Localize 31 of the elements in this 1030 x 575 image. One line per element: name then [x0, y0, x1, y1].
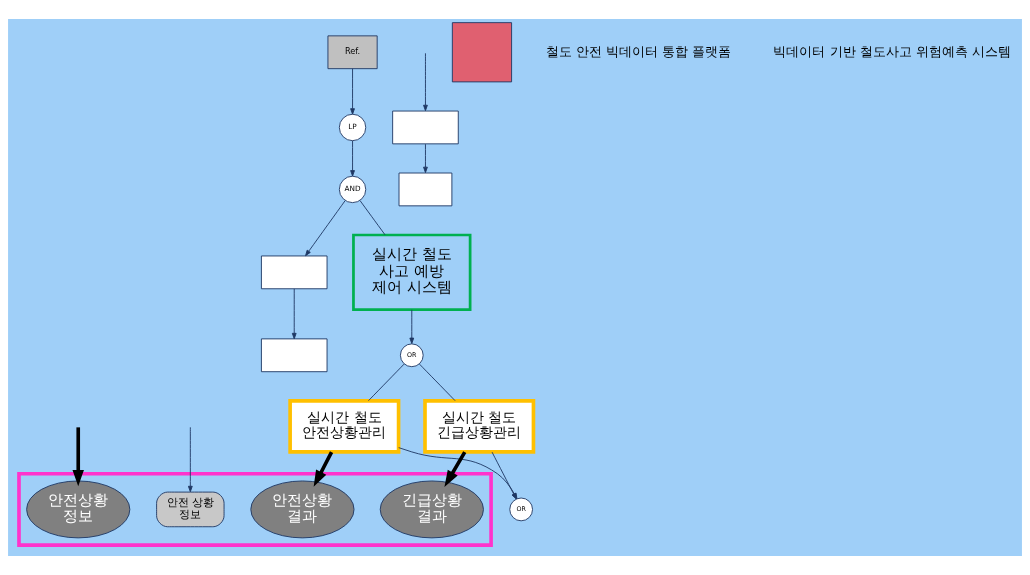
connector: [359, 200, 386, 236]
node-ellipse: 안전상황 정보: [26, 480, 131, 539]
arrow: [409, 309, 415, 344]
node-box: [260, 338, 328, 373]
node-box: [392, 110, 459, 145]
connector: [368, 363, 405, 402]
node-circle: AND: [338, 175, 367, 204]
node-circle: LP: [338, 113, 367, 142]
node-ellipse: 긴급상황 결과: [379, 480, 484, 539]
arrow: [313, 451, 334, 487]
label: 빅데이터 기반 철도사고 위험예측 시스템: [773, 43, 1011, 59]
arrow: [187, 426, 193, 493]
arrow: [291, 288, 297, 340]
node-ellipse: 안전상황 결과: [250, 480, 355, 539]
node-box: 실시간 철도 긴급상황관리: [423, 399, 536, 454]
connector: [419, 363, 456, 402]
arrow: [350, 140, 355, 177]
node-box: [451, 22, 513, 83]
node-box: Ref.: [327, 35, 378, 70]
node-box: 실시간 철도 사고 예방 제어 시스템: [352, 233, 472, 312]
arrow: [444, 451, 467, 487]
arrow: [423, 52, 428, 112]
arrow: [72, 427, 84, 487]
node-box: 안전 상황 정보: [156, 491, 225, 528]
arrow: [350, 68, 355, 115]
node-box: [260, 255, 328, 290]
label: 철도 안전 빅데이터 통합 플랫폼: [546, 43, 732, 59]
arrow: [305, 200, 346, 257]
arrow: [423, 143, 428, 174]
node-box: [398, 172, 453, 207]
node-box: 실시간 철도 안전상황관리: [288, 399, 401, 454]
